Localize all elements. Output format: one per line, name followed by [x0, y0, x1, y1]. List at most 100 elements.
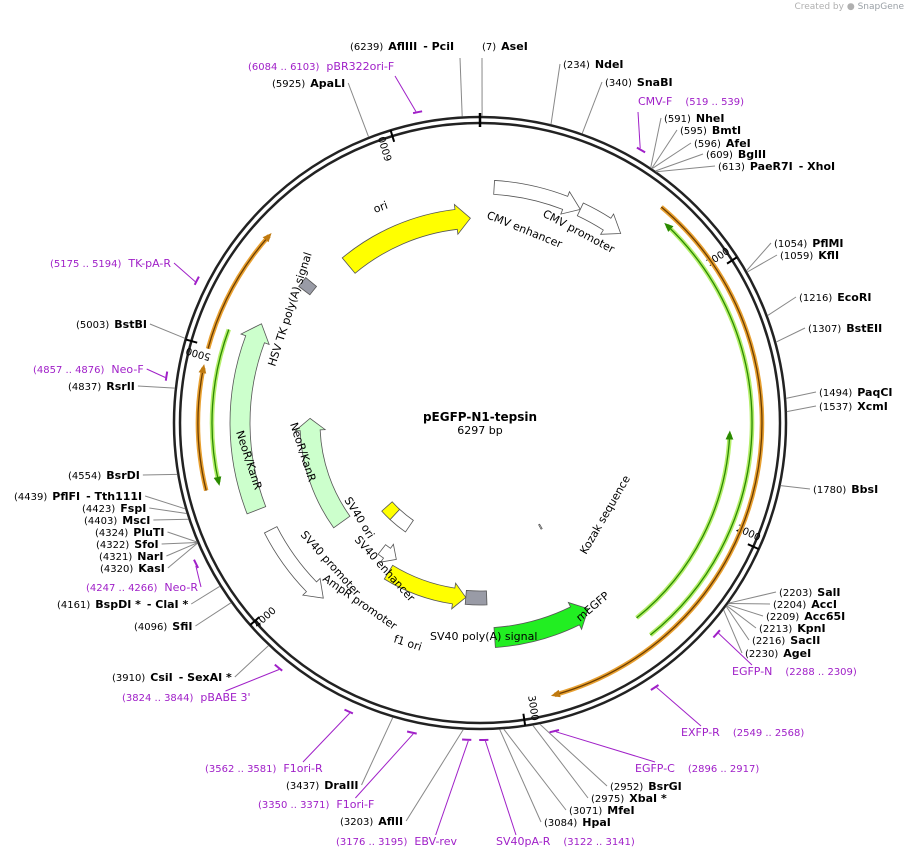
restriction-site[interactable]: (613)PaeR7I- XhoI [718, 160, 835, 173]
restriction-site[interactable]: (591)NheI [664, 112, 724, 125]
restriction-site[interactable]: (4096)SfiI [134, 620, 192, 633]
primer-mark-layer [146, 75, 753, 836]
restriction-site[interactable]: (1307)BstEII [808, 322, 882, 335]
restriction-site[interactable]: (1059)KflI [780, 249, 839, 262]
feature-sv40-promoter[interactable] [263, 526, 324, 599]
credit-prefix: Created by [794, 2, 844, 12]
restriction-site[interactable]: (609)BglII [706, 148, 766, 161]
feature-neor-right[interactable] [294, 417, 351, 529]
primer[interactable]: CMV-F(519 .. 539) [638, 95, 744, 108]
restriction-site[interactable]: (4320)KasI [100, 562, 165, 575]
primer[interactable]: (3350 .. 3371)F1ori-F [258, 798, 374, 811]
site-name: ApaLI [310, 77, 345, 90]
feature-sv40-ori[interactable] [381, 501, 401, 521]
primer[interactable]: (4247 .. 4266)Neo-R [86, 581, 198, 594]
feature-ampr-promoter[interactable] [377, 543, 397, 563]
feature-cmv-enhancer[interactable] [493, 180, 581, 215]
site-name: Acc65I [804, 610, 845, 623]
restriction-site[interactable]: (1054)PflMI [774, 237, 844, 250]
restriction-site[interactable]: (4423)FspI [82, 502, 146, 515]
restriction-site[interactable]: (3084)HpaI [544, 816, 611, 829]
feature-ori[interactable] [341, 203, 471, 274]
restriction-site[interactable]: (2230)AgeI [745, 647, 811, 660]
restriction-site[interactable]: (4554)BsrDI [68, 469, 140, 482]
restriction-site[interactable]: (4161)BspDI *- ClaI * [57, 598, 188, 611]
primer-mark [650, 684, 660, 691]
primer-label-layer: (6084 .. 6103)pBR322ori-F CMV-F(519 .. 53… [33, 60, 857, 848]
restriction-site[interactable]: (1216)EcoRI [799, 291, 871, 304]
restriction-site[interactable]: (2204)AccI [773, 598, 837, 611]
primer-leader [656, 687, 702, 727]
restriction-site[interactable]: (4324)PluTI [95, 526, 165, 539]
site-leader [651, 129, 678, 169]
site-position: (2204) [773, 600, 806, 611]
site-position: (2216) [752, 636, 785, 647]
restriction-site[interactable]: (340)SnaBI [605, 76, 673, 89]
restriction-site[interactable]: (2216)SacII [752, 634, 820, 647]
restriction-site[interactable]: (2952)BsrGI [610, 780, 682, 793]
restriction-site[interactable]: (2203)SalI [779, 586, 840, 599]
restriction-site[interactable]: (2975)XbaI * [591, 792, 667, 805]
site-leader [161, 542, 198, 545]
primer[interactable]: (3824 .. 3844)pBABE 3' [122, 691, 251, 704]
site-name: NheI [696, 112, 725, 125]
restriction-site[interactable]: (6239)AflIII- PciI [350, 40, 454, 53]
site-name: CsiI [150, 671, 172, 684]
restriction-site[interactable]: (5003)BstBI [76, 318, 147, 331]
site-name: AseI [501, 40, 528, 53]
restriction-site[interactable]: (4439)PflFI- Tth111I [14, 490, 142, 503]
restriction-site[interactable]: (4322)SfoI [96, 538, 159, 551]
restriction-site[interactable]: (3071)MfeI [569, 804, 635, 817]
restriction-site[interactable]: (7)AseI [482, 40, 528, 53]
restriction-site[interactable]: (4837)RsrII [68, 380, 135, 393]
primer[interactable]: EGFP-C(2896 .. 2917) [635, 762, 759, 775]
restriction-site[interactable]: (596)AfeI [694, 137, 751, 150]
primer-mark [636, 146, 646, 154]
primer[interactable]: EXFP-R(2549 .. 2568) [681, 726, 804, 739]
primer[interactable]: (4857 .. 4876)Neo-F [33, 363, 144, 376]
tick-mark [249, 616, 260, 626]
feature-layer [229, 180, 622, 648]
feature-neor-left[interactable] [229, 323, 270, 515]
restriction-site[interactable]: (2213)KpnI [759, 622, 826, 635]
restriction-site[interactable]: (1780)BbsI [813, 483, 878, 496]
feature-megfp[interactable] [493, 601, 589, 648]
feature-sv40-polya[interactable] [464, 590, 488, 606]
site-leader [728, 603, 771, 605]
site-leader [728, 591, 777, 604]
feature-kozak[interactable] [538, 523, 543, 530]
site-position: (2203) [779, 588, 812, 599]
feature-cmv-promoter[interactable] [576, 202, 622, 235]
primer[interactable]: (3176 .. 3195)EBV-rev [336, 835, 457, 848]
primer[interactable]: (3562 .. 3581)F1ori-R [205, 762, 323, 775]
restriction-site[interactable]: (5925)ApaLI [272, 77, 345, 90]
site-leader [775, 327, 806, 343]
orf-track-green-2 [635, 434, 732, 620]
site-name-extra: - ClaI * [147, 598, 189, 611]
primer[interactable]: (6084 .. 6103)pBR322ori-F [248, 60, 394, 73]
primer[interactable]: EGFP-N(2288 .. 2309) [732, 665, 857, 678]
primer-name: EBV-rev [414, 835, 457, 848]
feature-hsv-tk-polya[interactable] [298, 276, 318, 296]
site-leader [650, 117, 662, 169]
tick-mark [747, 543, 760, 551]
snapgene-credit: Created by ● SnapGene [794, 2, 904, 12]
restriction-site[interactable]: (3203)AflII [340, 815, 403, 828]
restriction-site[interactable]: (4321)NarI [99, 550, 163, 563]
primer[interactable]: (5175 .. 5194)TK-pA-R [50, 257, 171, 270]
restriction-site[interactable]: (1537)XcmI [819, 400, 888, 413]
restriction-site[interactable]: (3437)DraIII [286, 779, 359, 792]
primer-mark [412, 110, 423, 115]
site-leader [727, 604, 764, 617]
primer[interactable]: SV40pA-R(3122 .. 3141) [496, 835, 635, 848]
restriction-site[interactable]: (234)NdeI [563, 58, 624, 71]
restriction-site[interactable]: (1494)PaqCI [819, 386, 893, 399]
primer-name: EGFP-C [635, 762, 675, 775]
restriction-site[interactable]: (595)BmtI [680, 124, 741, 137]
restriction-site[interactable]: (4403)MscI [84, 514, 150, 527]
restriction-site[interactable]: (2209)Acc65I [766, 610, 845, 623]
restriction-site[interactable]: (3910)CsiI- SexAI * [112, 671, 232, 684]
feature-f1-ori[interactable] [383, 564, 467, 610]
site-name: SfoI [134, 538, 158, 551]
primer-name: TK-pA-R [127, 257, 171, 270]
